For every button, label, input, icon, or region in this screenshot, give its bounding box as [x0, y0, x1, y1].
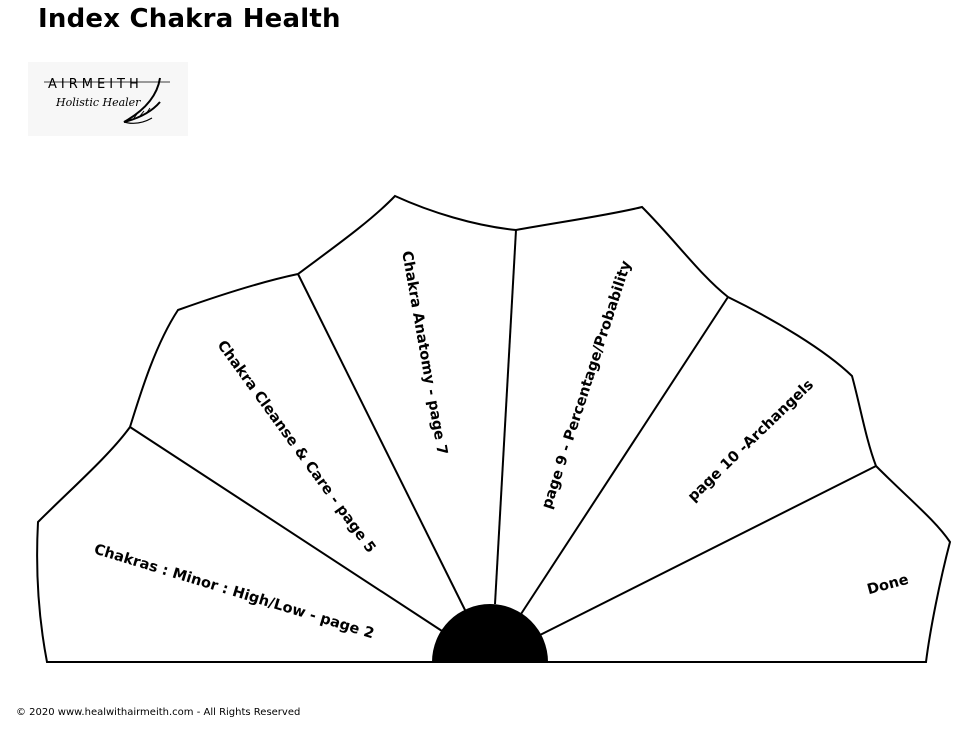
airmeith-logo: AIRMEITH Holistic Healer: [28, 62, 188, 136]
spoke-3: [494, 229, 517, 605]
page-title: Index Chakra Health: [38, 4, 341, 34]
spoke-2: [297, 273, 467, 613]
spoke-5: [539, 465, 877, 636]
root-hub: [432, 604, 548, 662]
logo-brand: AIRMEITH: [48, 77, 143, 92]
copyright-footer: © 2020 www.healwithairmeith.com - All Ri…: [16, 707, 301, 718]
logo-tagline: Holistic Healer: [55, 96, 141, 109]
spoke-4: [520, 296, 729, 615]
fan-outline: [36, 194, 952, 663]
logo-graphic: AIRMEITH Holistic Healer: [44, 77, 170, 124]
spoke-1: [129, 426, 443, 632]
